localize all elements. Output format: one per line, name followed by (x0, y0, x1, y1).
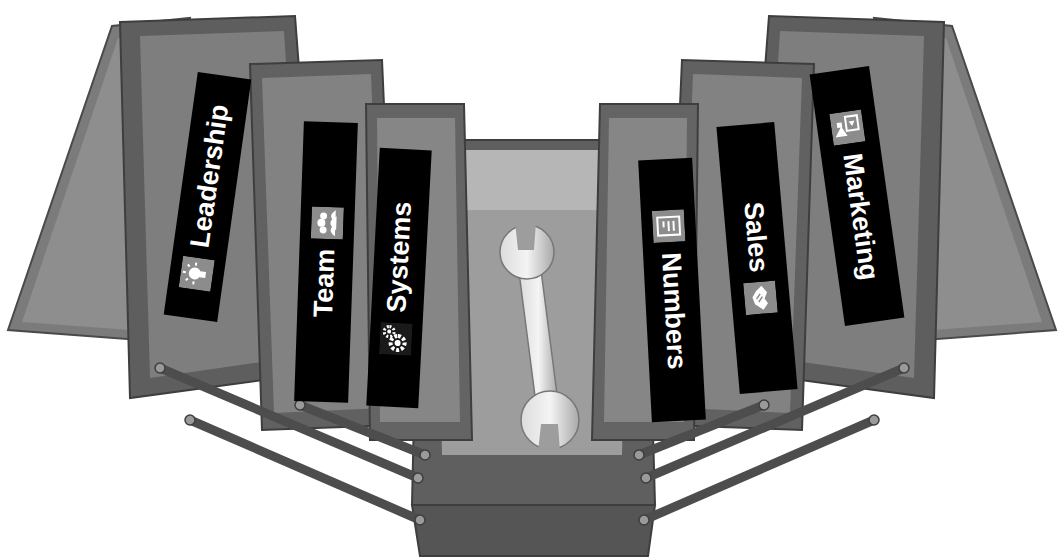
band-icon (311, 206, 344, 239)
icon-glyph (743, 281, 778, 316)
icon-glyph (379, 322, 413, 356)
wrench (500, 222, 579, 452)
band-icon (743, 281, 778, 316)
band-label: Leadership (185, 103, 234, 250)
band-label: Marketing (836, 152, 883, 282)
label-band: Team (294, 121, 358, 403)
band-icon (379, 322, 413, 356)
icon-glyph (829, 110, 865, 146)
band-label: Sales (737, 201, 773, 274)
icon-glyph (178, 255, 214, 291)
label-band: Leadership (163, 72, 251, 322)
band-label: Systems (382, 201, 417, 313)
label-band: Numbers (638, 158, 706, 422)
band-icon (178, 255, 214, 291)
band-label: Team (309, 248, 341, 318)
band-label: Numbers (655, 252, 691, 370)
label-band: Marketing (810, 66, 905, 326)
band-icon (829, 110, 865, 146)
label-band: Sales (716, 122, 797, 394)
band-icon (652, 210, 686, 244)
icon-glyph (652, 210, 686, 244)
label-band: Systems (366, 148, 431, 408)
icon-glyph (311, 206, 344, 239)
